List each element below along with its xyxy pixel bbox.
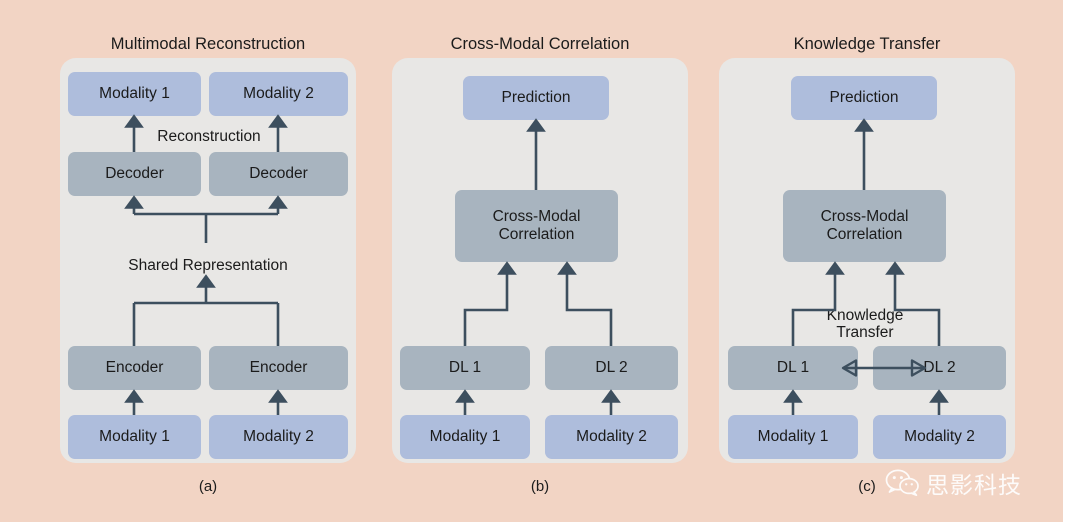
label-a-shared-representation: Shared Representation: [128, 257, 288, 274]
node-b-dl-1: DL 1: [400, 346, 530, 390]
node-b-prediction: Prediction: [463, 76, 609, 120]
panel-c-title: Knowledge Transfer: [793, 35, 941, 53]
node-c-prediction: Prediction: [791, 76, 937, 120]
node-c-input-modality-1: Modality 1: [728, 415, 858, 459]
node-a-output-modality-2: Modality 2: [209, 72, 348, 116]
node-b-dl-2: DL 2: [545, 346, 678, 390]
node-b-input-modality-1: Modality 1: [400, 415, 530, 459]
node-c-fusion: Cross-Modal Correlation: [783, 190, 946, 262]
watermark: 思影科技: [885, 466, 1022, 500]
panel-a-title: Multimodal Reconstruction: [110, 35, 306, 53]
node-b-fusion: Cross-Modal Correlation: [455, 190, 618, 262]
node-a-output-modality-1: Modality 1: [68, 72, 201, 116]
node-c-dl-1: DL 1: [728, 346, 858, 390]
node-a-encoder-right: Encoder: [209, 346, 348, 390]
node-a-decoder-left: Decoder: [68, 152, 201, 196]
watermark-text: 思影科技: [926, 473, 1022, 499]
node-b-input-modality-2: Modality 2: [545, 415, 678, 459]
label-c-knowledge-transfer: Knowledge Transfer: [826, 307, 904, 341]
wechat-icon: [885, 469, 919, 497]
node-a-decoder-right: Decoder: [209, 152, 348, 196]
node-a-encoder-left: Encoder: [68, 346, 201, 390]
panel-a-caption: (a): [198, 478, 218, 495]
panel-b-title: Cross-Modal Correlation: [450, 35, 630, 53]
panel-multimodal-reconstruction: [60, 58, 356, 463]
node-c-dl-2: DL 2: [873, 346, 1006, 390]
label-a-reconstruction: Reconstruction: [157, 128, 261, 145]
node-c-input-modality-2: Modality 2: [873, 415, 1006, 459]
node-a-input-modality-1: Modality 1: [68, 415, 201, 459]
panel-c-caption: (c): [858, 478, 876, 495]
node-a-input-modality-2: Modality 2: [209, 415, 348, 459]
panel-b-caption: (b): [530, 478, 550, 495]
